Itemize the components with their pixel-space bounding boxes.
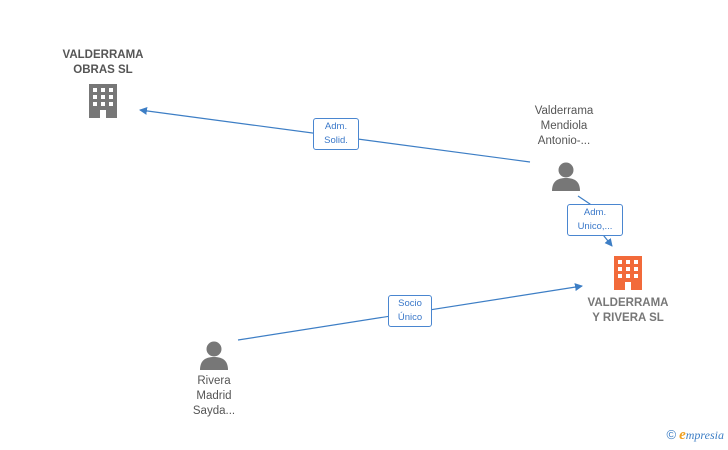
person-node-rivera-madrid[interactable]: Rivera Madrid Sayda...	[176, 338, 252, 424]
building-icon	[614, 256, 642, 290]
brand-footer: © empresia	[667, 427, 725, 444]
edge-label-adm-unico[interactable]: Adm. Unico,...	[567, 204, 623, 236]
copyright-icon: ©	[666, 427, 677, 442]
brand-initial: e	[679, 427, 686, 443]
edge-label-socio-unico[interactable]: Socio Único	[388, 295, 432, 327]
company-label: VALDERRAMA OBRAS SL	[62, 49, 144, 76]
company-node-valderrama-obras[interactable]: VALDERRAMA OBRAS SL	[60, 48, 146, 122]
company-label: VALDERRAMA Y RIVERA SL	[587, 297, 669, 324]
person-icon	[200, 341, 228, 370]
edge-label-adm-solid[interactable]: Adm. Solid.	[313, 118, 359, 150]
brand-name: mpresia	[685, 428, 724, 442]
person-icon	[552, 162, 580, 191]
person-label: Rivera Madrid Sayda...	[192, 375, 236, 417]
person-label: Valderrama Mendiola Antonio-...	[534, 105, 594, 147]
person-node-valderrama-mendiola[interactable]: Valderrama Mendiola Antonio-...	[522, 104, 606, 194]
company-node-valderrama-rivera[interactable]: VALDERRAMA Y RIVERA SL	[572, 256, 684, 330]
building-icon	[89, 84, 117, 118]
